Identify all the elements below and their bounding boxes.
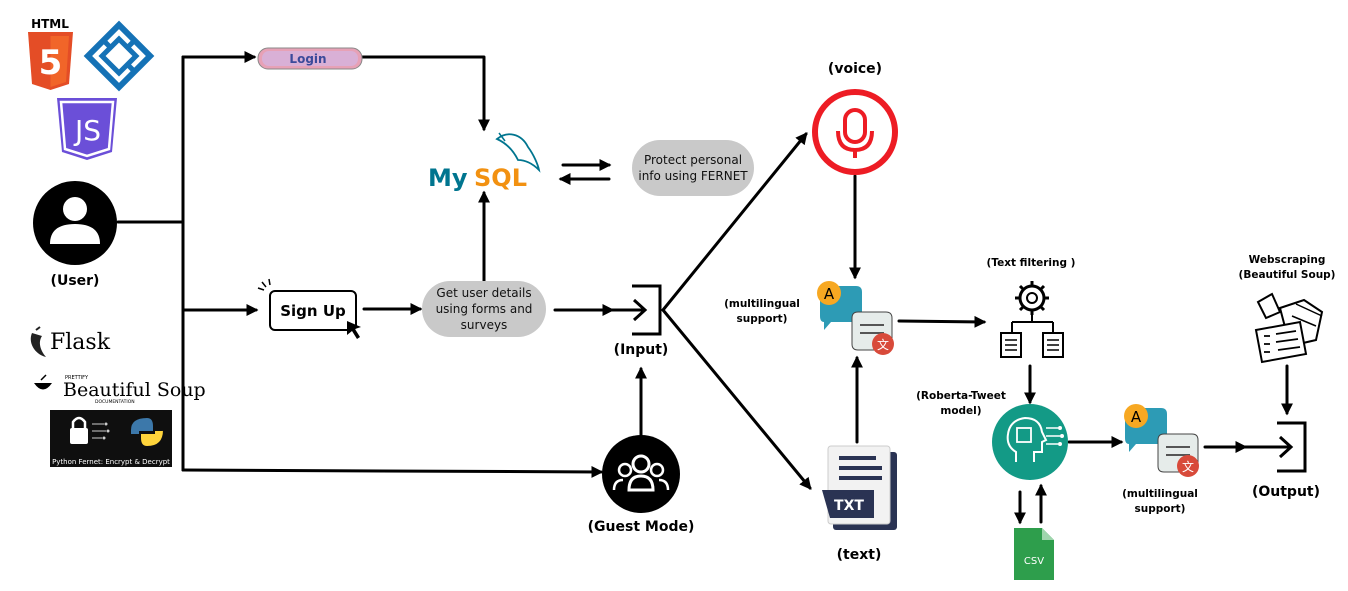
fernet-caption: Python Fernet: Encrypt & Decrypt xyxy=(52,458,170,466)
login-button[interactable]: Login xyxy=(257,47,363,70)
get-user-details-pill: Get user details using forms and surveys xyxy=(422,281,546,337)
arrow-to-guest xyxy=(181,465,604,478)
login-label: Login xyxy=(289,52,326,66)
multilingual-support-label-2: (multilingual support) xyxy=(1122,488,1198,515)
text-label: (text) xyxy=(836,547,882,563)
bs-label: Beautiful Soup xyxy=(63,379,206,401)
output-label: (Output) xyxy=(1251,484,1321,500)
mysql-sql: SQL xyxy=(474,164,527,192)
trans-a-2: A xyxy=(1131,408,1142,426)
txt-badge: TXT xyxy=(834,498,864,514)
mysql-my: My xyxy=(428,164,468,192)
beautiful-soup-logo: PRETTIFY Beautiful Soup DOCUMENTATION xyxy=(34,374,206,405)
flask-label: Flask xyxy=(50,330,111,355)
guest-mode-label: (Guest Mode) xyxy=(587,519,695,535)
arrow-input-to-voice xyxy=(661,132,808,312)
connectors xyxy=(116,51,1293,525)
roberta-model-icon xyxy=(992,404,1068,480)
python-fernet-logo: Python Fernet: Encrypt & Decrypt xyxy=(50,410,172,467)
roberta-label: (Roberta-Tweet model) xyxy=(916,390,1006,417)
user-node xyxy=(33,181,117,265)
html5-logo: HTML 5 xyxy=(28,17,73,90)
user-icon xyxy=(33,181,117,265)
html-digit: 5 xyxy=(39,43,63,83)
trans-a-1: A xyxy=(824,285,835,303)
arrow-input-to-text xyxy=(661,308,812,490)
signup-label: Sign Up xyxy=(280,302,346,320)
multilingual-support-label-1: (multilingual support) xyxy=(724,298,800,325)
signup-button[interactable]: Sign Up xyxy=(257,278,361,339)
bs-small-label: PRETTIFY xyxy=(65,375,89,381)
mysql-logo: My SQL xyxy=(428,132,541,192)
voice-microphone-icon xyxy=(812,89,898,175)
text-filtering-icon xyxy=(1000,281,1064,358)
flask-logo: Flask xyxy=(30,326,111,357)
txt-file-icon: TXT xyxy=(822,445,897,530)
bs-doc-label: DOCUMENTATION xyxy=(95,399,135,405)
output-icon xyxy=(1245,421,1307,473)
js-label: JS xyxy=(73,114,101,147)
cursor-icon xyxy=(347,321,361,339)
csv-file-icon: CSV xyxy=(1014,528,1054,580)
voice-label: (voice) xyxy=(827,61,883,77)
protect-info-pill: Protect personal info using FERNET xyxy=(632,140,754,196)
translate-icon-2: A 文 xyxy=(1124,404,1199,477)
csv-label: CSV xyxy=(1024,556,1044,567)
user-label: (User) xyxy=(50,273,100,289)
input-label: (Input) xyxy=(613,342,669,358)
arrow-login-to-mysql xyxy=(360,55,490,132)
js-logo: JS xyxy=(57,98,117,160)
input-icon xyxy=(612,284,662,336)
trans-zh-1: 文 xyxy=(877,337,889,352)
arrow-translate-to-filter xyxy=(897,315,987,328)
text-filtering-label: (Text filtering ) xyxy=(986,257,1076,269)
webscraping-label: Webscraping (Beautiful Soup) xyxy=(1238,254,1336,281)
html-label: HTML xyxy=(31,17,69,31)
translate-icon-1: A 文 xyxy=(817,281,894,355)
trans-zh-2: 文 xyxy=(1182,459,1194,474)
css-logo xyxy=(83,20,155,92)
webscraping-icon xyxy=(1254,292,1324,364)
guest-icon xyxy=(602,435,680,513)
